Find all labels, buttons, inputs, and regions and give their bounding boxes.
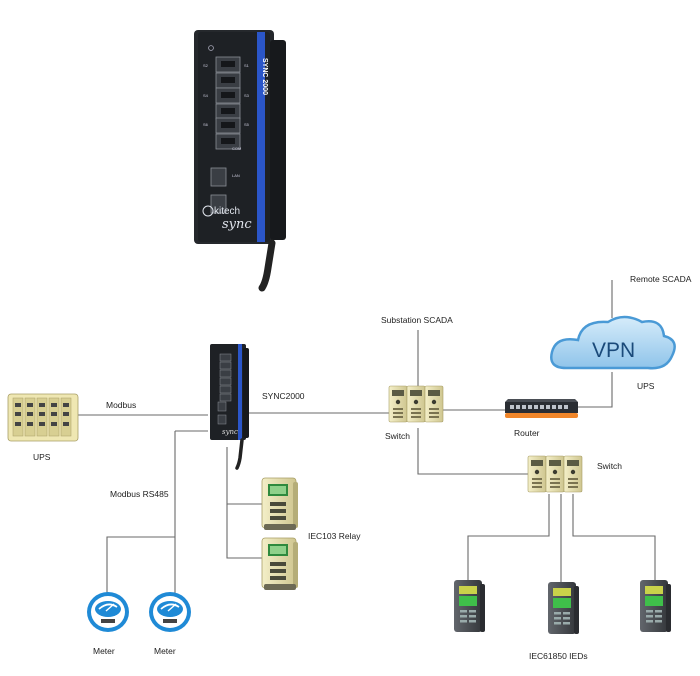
ups-left [7,393,79,442]
port-label-s5: S5 [244,122,250,127]
relay-icon [261,537,299,591]
meter-2 [148,591,192,633]
switch-right [527,455,583,493]
ied-1 [454,580,485,632]
connection-lines [76,280,656,612]
switch-rack-icon [527,455,583,493]
meter-1 [86,591,130,633]
sync2000-device-small: sync [209,343,250,470]
kitech-logo: kitech sync [202,205,252,232]
modbus-label: Modbus [106,400,136,410]
ied-icon [640,580,671,632]
modbus-rs485-label: Modbus RS485 [110,489,169,499]
switch-rack-icon [388,385,444,423]
iec61850-ieds-label: IEC61850 IEDs [529,651,588,661]
vpn-cloud: VPN [550,315,676,370]
industrial-gateway-icon [209,343,250,441]
iec103-relay-2 [261,537,299,591]
substation-scada-label: Substation SCADA [381,315,453,325]
meter-2-label: Meter [154,646,176,656]
relay-icon [261,477,299,531]
port-label-s3: S3 [244,93,250,98]
router-label: Router [514,428,540,438]
port-label-s4: S4 [203,93,209,98]
meter-icon [148,591,192,633]
svg-text:kitech: kitech [214,206,240,217]
iec103-relay-label: IEC103 Relay [308,531,361,541]
ups-cloud-label: UPS [637,381,655,391]
cloud-icon [550,315,676,370]
port-label-s2: S2 [203,63,209,68]
antenna-small [235,438,244,470]
ied-2 [548,582,579,634]
svg-text:sync: sync [222,217,252,232]
meter-icon [86,591,130,633]
port-label-lan: LAN [232,173,240,178]
port-label-s1: S1 [244,63,250,68]
small-device-brand: sync [222,428,238,436]
port-label-com: COM [232,146,241,151]
switch-top [388,385,444,423]
vpn-label: VPN [592,339,635,362]
ied-icon [548,582,579,634]
antenna [258,239,276,292]
router [505,399,578,418]
port-label-s6: S6 [203,122,209,127]
ied-icon [454,580,485,632]
meter-1-label: Meter [93,646,115,656]
router-icon [505,399,578,418]
switch-right-label: Switch [597,461,622,471]
ups-left-label: UPS [33,452,51,462]
sync2000-device-large: SYNC 2000 S2 S1 S4 S3 S6 S5 COM LAN kite… [193,29,287,292]
device-vertical-name: SYNC 2000 [261,58,268,95]
remote-scada-label: Remote SCADA [630,274,692,284]
iec103-relay-1 [261,477,299,531]
switch-top-label: Switch [385,431,410,441]
ied-3 [640,580,671,632]
ups-rack-icon [7,393,79,442]
sync2000-label: SYNC2000 [262,391,305,401]
